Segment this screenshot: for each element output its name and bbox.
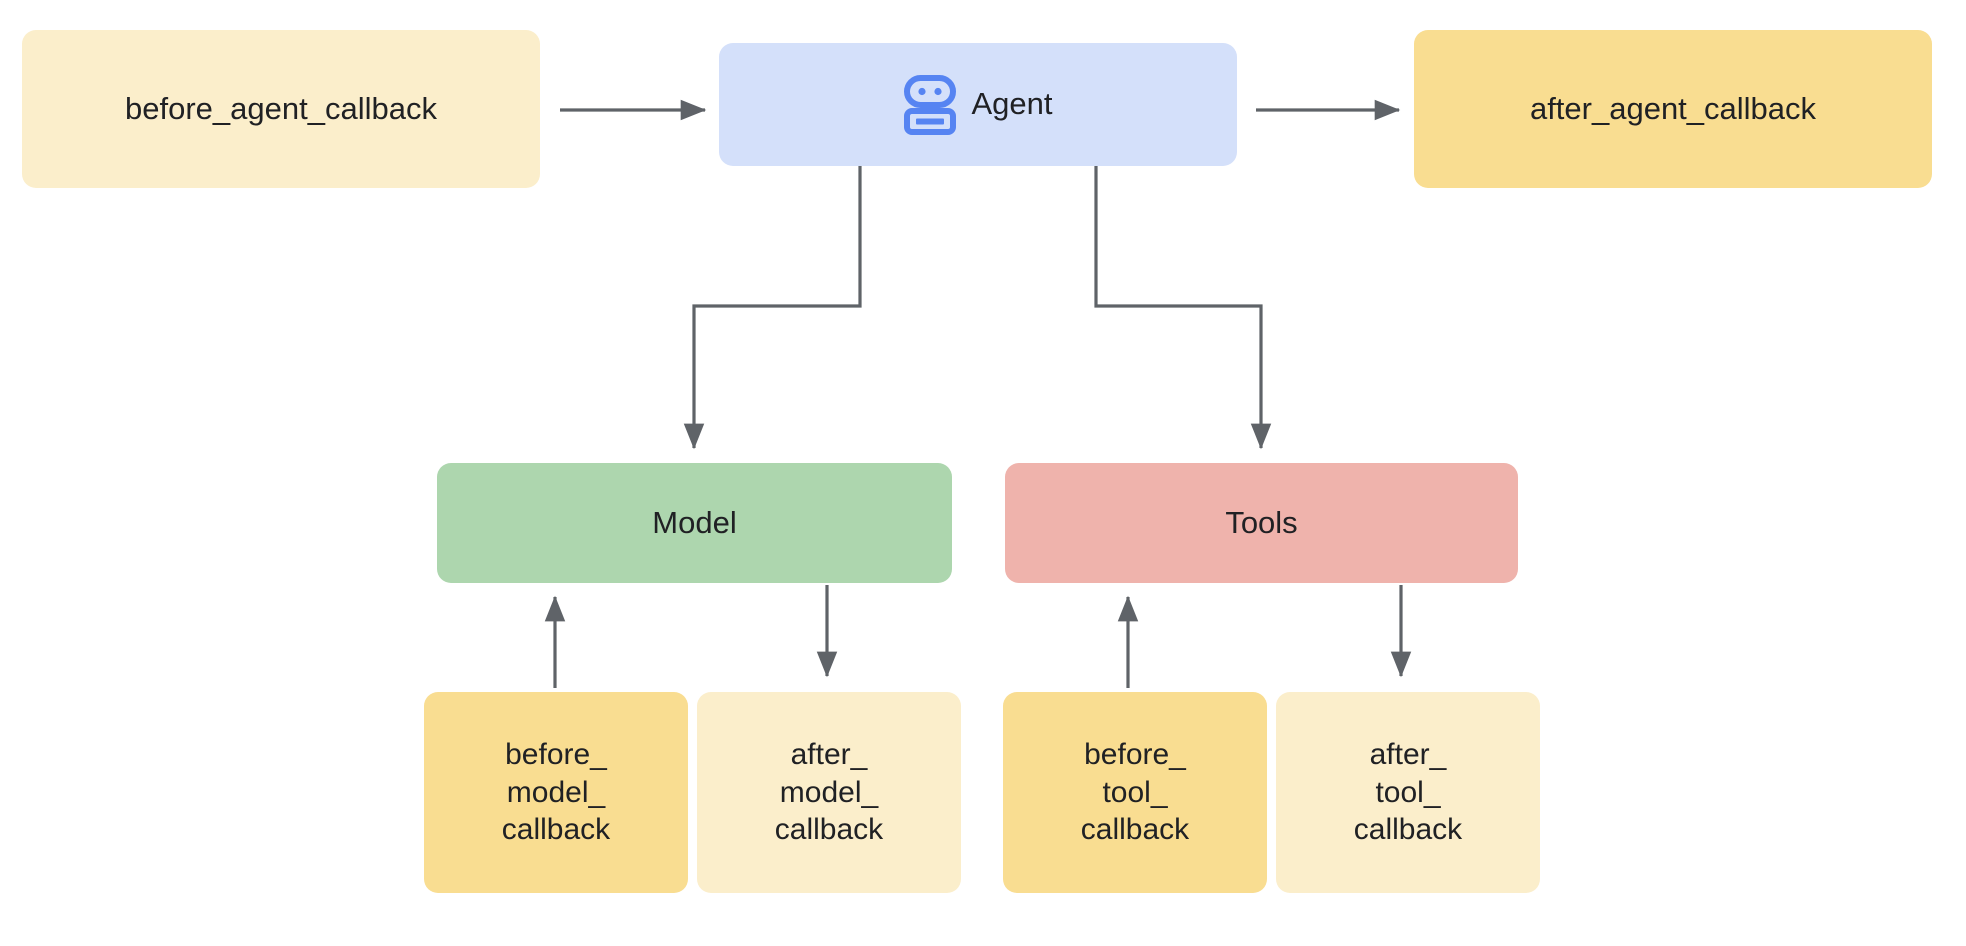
node-before-model-callback[interactable]: before_ model_ callback: [424, 692, 688, 893]
node-after-agent-callback[interactable]: after_agent_callback: [1414, 30, 1932, 188]
node-after-model-callback[interactable]: after_ model_ callback: [697, 692, 961, 893]
node-after-agent-callback-label: after_agent_callback: [1529, 90, 1817, 126]
node-agent-label: Agent: [971, 86, 1053, 122]
node-model-label: Model: [652, 504, 737, 540]
node-after-model-callback-label: after_ model_ callback: [774, 738, 884, 847]
node-model[interactable]: Model: [437, 463, 952, 583]
node-after-tool-callback-label: after_ tool_ callback: [1353, 738, 1463, 847]
node-before-model-callback-label: before_ model_ callback: [501, 738, 611, 847]
node-tools[interactable]: Tools: [1005, 463, 1518, 583]
node-tools-label: Tools: [1225, 504, 1298, 540]
robot-icon: [903, 74, 957, 135]
node-agent[interactable]: Agent: [719, 43, 1237, 166]
node-before-agent-callback-label: before_agent_callback: [125, 90, 437, 126]
node-before-tool-callback[interactable]: before_ tool_ callback: [1003, 692, 1267, 893]
node-after-tool-callback[interactable]: after_ tool_ callback: [1276, 692, 1540, 893]
node-before-agent-callback[interactable]: before_agent_callback: [22, 30, 540, 188]
edge-agent-to-model: [683, 166, 862, 450]
edge-agent-to-tools: [1094, 166, 1272, 450]
node-before-tool-callback-label: before_ tool_ callback: [1080, 738, 1190, 847]
